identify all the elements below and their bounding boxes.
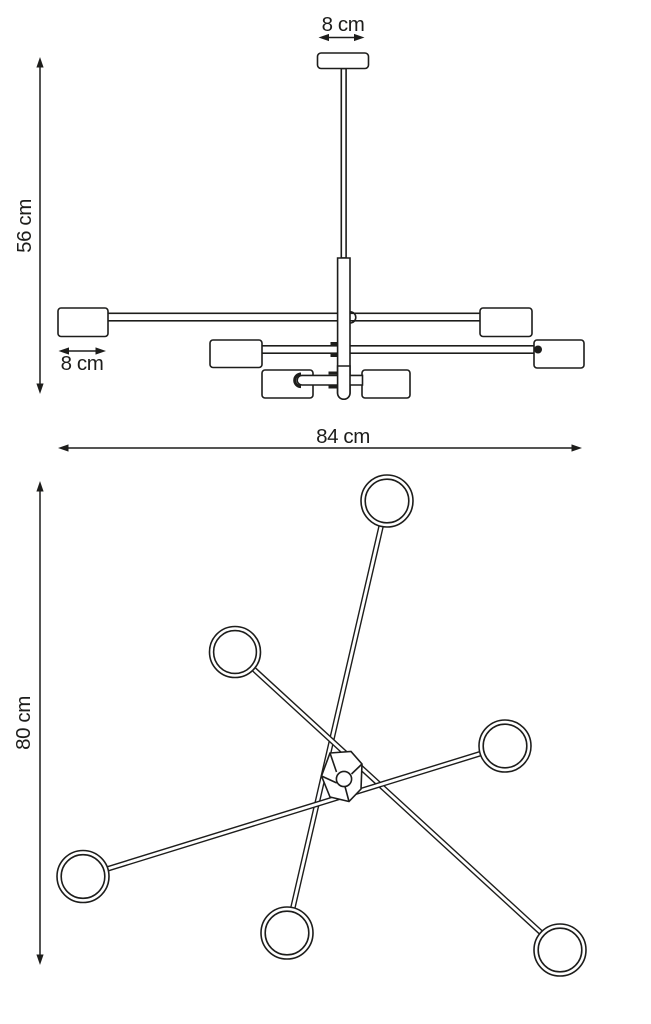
- plan-head-right: [478, 719, 532, 773]
- side-view: 8 cm 56 cm: [13, 13, 585, 452]
- dimension-canopy-width: 8 cm: [318, 13, 365, 42]
- arrowhead-right-icon: [354, 33, 365, 42]
- plan-head-top: [360, 474, 414, 528]
- plan-rod-3: [106, 751, 482, 872]
- central-hub: [320, 750, 363, 803]
- canopy-width-label: 8 cm: [322, 13, 365, 36]
- plan-head-upper-left: [208, 625, 262, 679]
- top-view: 80 cm: [12, 474, 587, 977]
- arrowhead-left-icon: [318, 33, 329, 42]
- diameter-label: 80 cm: [12, 696, 35, 750]
- plan-rod-3-fill: [107, 752, 481, 871]
- arrowhead-right-icon: [95, 347, 106, 355]
- plan-head-bottom-left: [56, 849, 110, 904]
- head-outer-ring: [360, 474, 414, 528]
- plan-rod-1-fill: [291, 525, 383, 909]
- plan-head-bottom-right: [533, 923, 587, 977]
- head-outer-ring: [56, 849, 110, 904]
- head-outer-ring: [478, 719, 532, 773]
- arrowhead-down-icon: [36, 954, 44, 965]
- dimension-height: 56 cm: [13, 57, 44, 394]
- arm2-rod: [259, 344, 540, 354]
- head-inner-ring: [212, 629, 258, 675]
- suspension-thin-rod: [340, 67, 347, 259]
- dimension-total-width: 84 cm: [58, 425, 582, 452]
- arm1-rod: [105, 312, 483, 322]
- arrowhead-down-icon: [36, 383, 44, 394]
- height-label: 56 cm: [13, 199, 36, 253]
- arrowhead-left-icon: [58, 347, 69, 355]
- shade-width-label: 8 cm: [61, 352, 104, 375]
- ceiling-canopy: [316, 52, 370, 70]
- arm2-right-lamp-head: [533, 339, 585, 369]
- hub-facets: [321, 752, 363, 802]
- arm3-right-lamp-head: [361, 369, 411, 399]
- arm2-left-lamp-head: [209, 339, 263, 369]
- arm1-left-lamp-head: [57, 307, 109, 338]
- plan-rod-1: [290, 525, 384, 909]
- arrowhead-up-icon: [36, 57, 44, 68]
- dimension-diameter: 80 cm: [12, 481, 44, 965]
- arm1-joint-bump: [350, 311, 357, 324]
- head-inner-ring: [60, 853, 106, 900]
- plan-rod-2: [252, 667, 543, 935]
- arm2-rod-end-cap: [534, 345, 542, 354]
- head-inner-ring: [264, 910, 310, 956]
- head-outer-ring: [208, 625, 262, 679]
- head-inner-ring: [364, 478, 410, 524]
- arrowhead-right-icon: [571, 444, 582, 452]
- plan-rod-2-fill: [253, 668, 542, 934]
- suspension-rod-over-arm3: [336, 365, 351, 400]
- head-inner-ring: [482, 723, 528, 769]
- arm1-right-lamp-head: [479, 307, 533, 338]
- head-outer-ring: [260, 906, 314, 960]
- arm3-rod-hook-cap: [293, 372, 302, 389]
- dimension-shade-width: 8 cm: [58, 347, 106, 375]
- head-outer-ring: [533, 923, 587, 977]
- head-inner-ring: [537, 927, 583, 973]
- hub-center-pin: [335, 770, 353, 788]
- arrowhead-up-icon: [36, 481, 44, 492]
- arrowhead-left-icon: [58, 444, 69, 452]
- plan-head-bottom-center: [260, 906, 314, 960]
- total-width-label: 84 cm: [316, 425, 370, 448]
- arm3-rod: [296, 374, 364, 386]
